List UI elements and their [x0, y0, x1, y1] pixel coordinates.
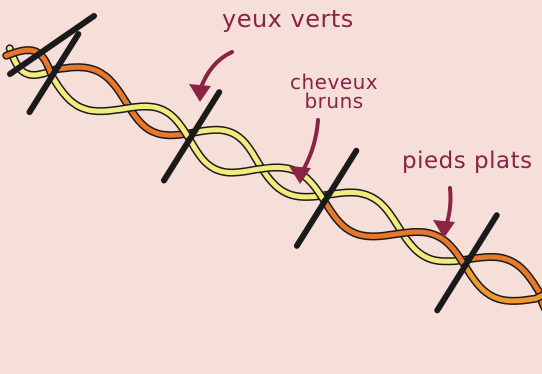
arrow-shaft [200, 52, 232, 90]
arrow-head [189, 84, 211, 102]
label-hair-line2: bruns [290, 92, 378, 111]
arrow-shaft [302, 120, 318, 172]
label-eyes: yeux verts [222, 8, 354, 30]
label-hair: cheveux bruns [290, 73, 378, 111]
label-feet: pieds plats [402, 150, 533, 172]
strand-fill [52, 77, 190, 140]
arrow-shaft [446, 188, 451, 226]
